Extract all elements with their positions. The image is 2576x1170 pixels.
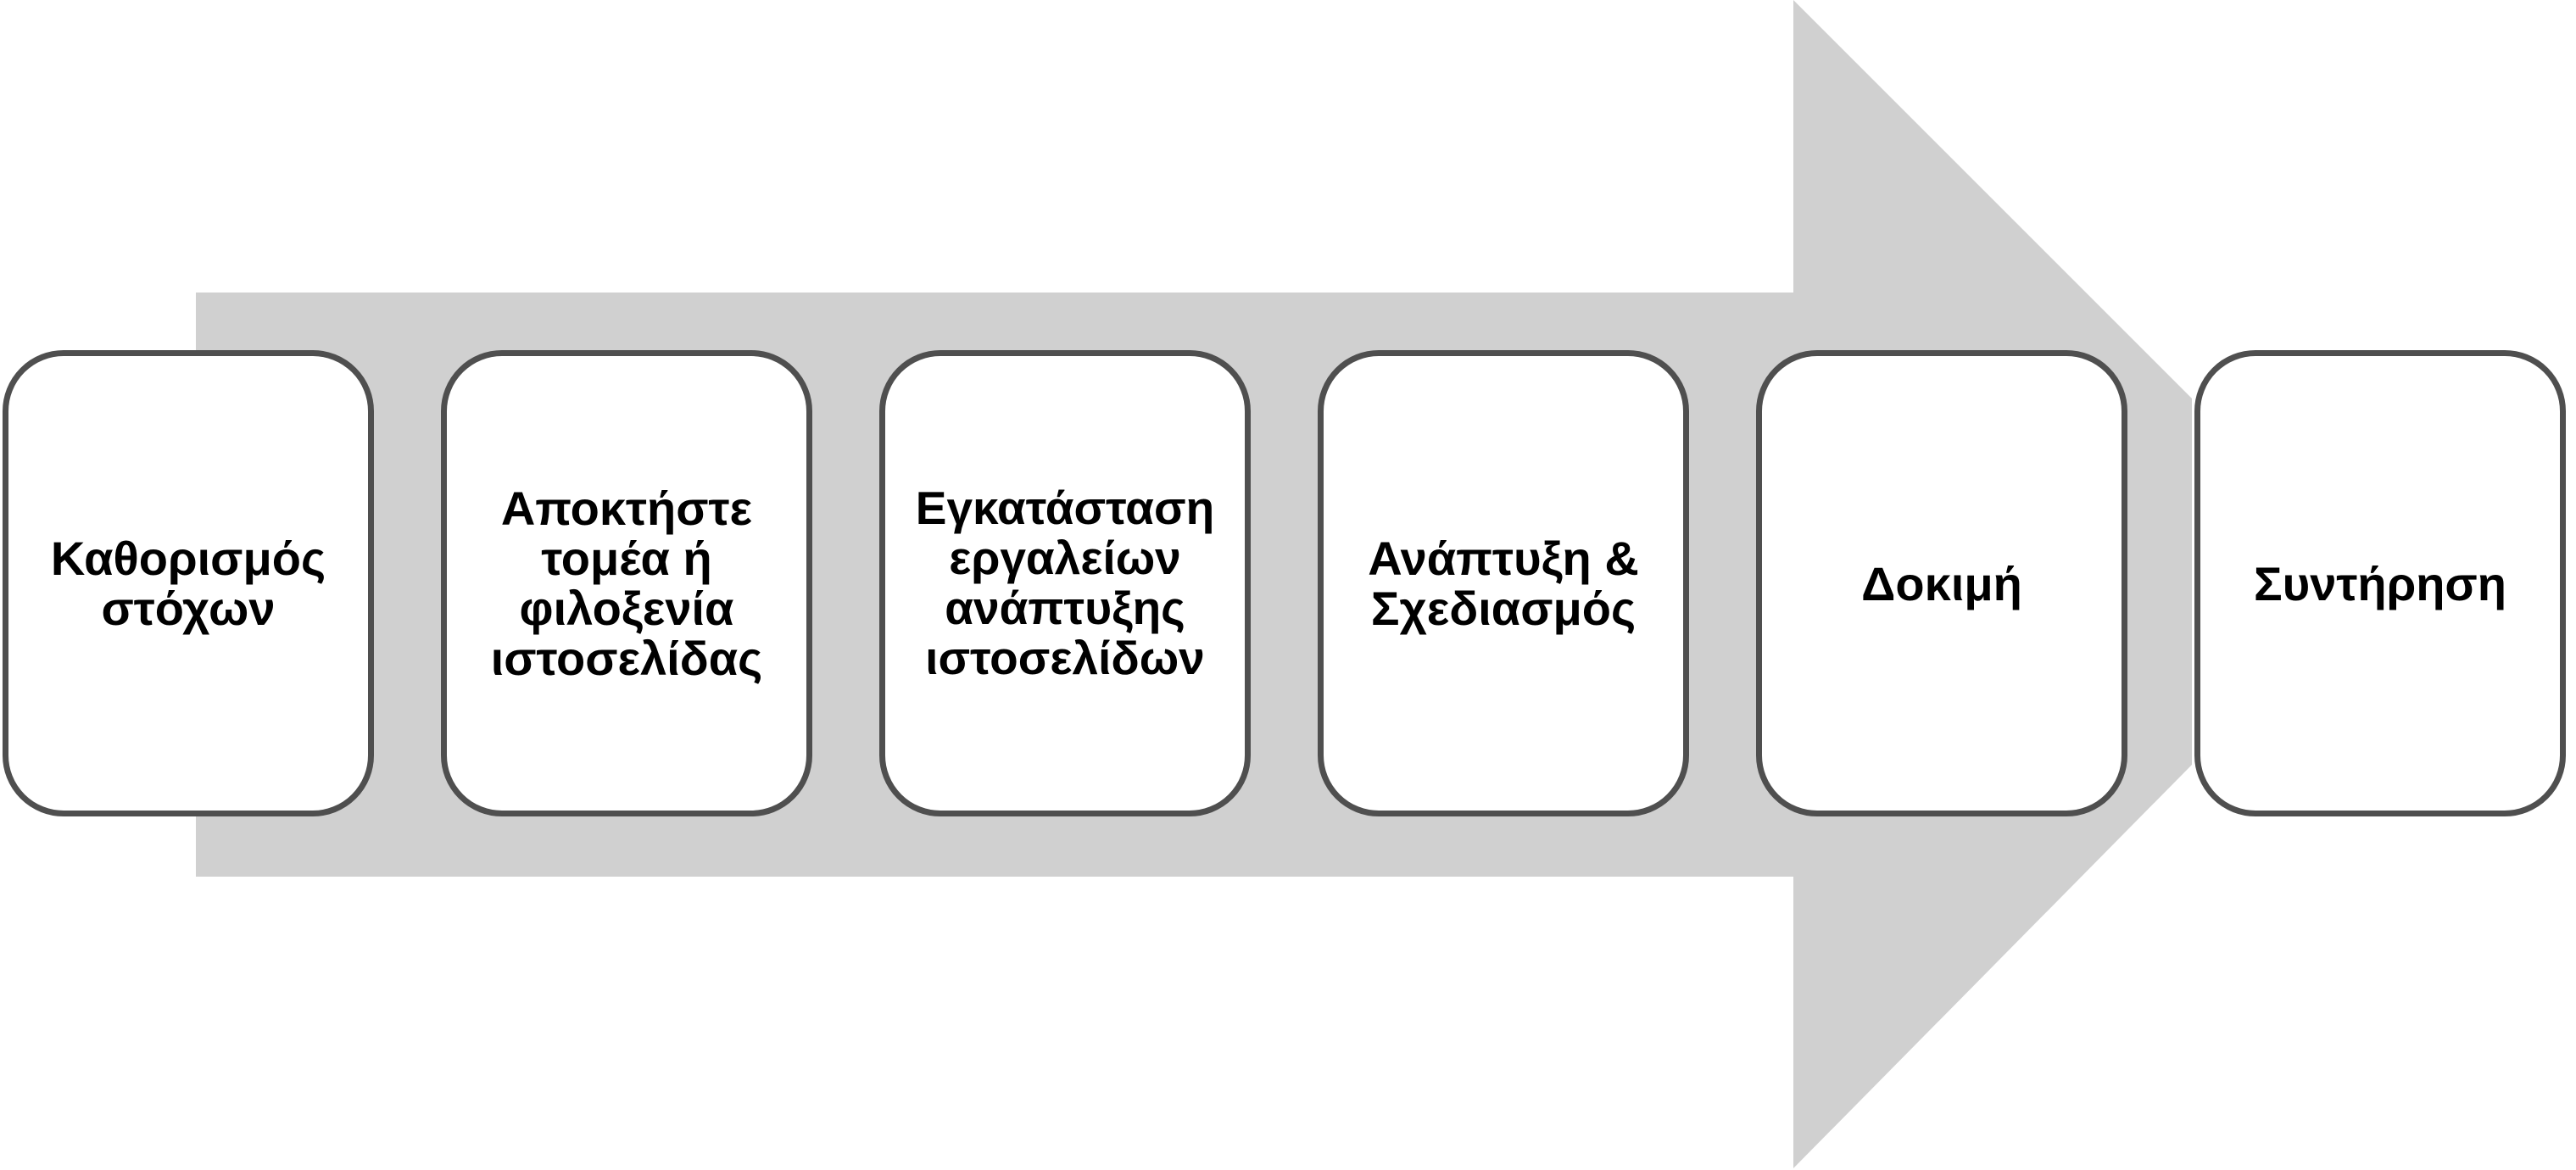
step-box-6: Συντήρηση [2194,350,2566,816]
step-box-1: Καθορισμός στόχων [3,350,374,816]
step-box-5: Δοκιμή [1756,350,2127,816]
step-box-2: Αποκτήστε τομέα ή φιλοξενία ιστοσελίδας [441,350,812,816]
step-label-4: Ανάπτυξη & Σχεδιασμός [1368,532,1639,635]
step-label-3: Εγκατάσταση εργαλείων ανάπτυξης ιστοσελί… [915,482,1215,684]
step-label-5: Δοκιμή [1861,556,2022,610]
step-label-1: Καθορισμός στόχων [50,532,326,635]
step-label-6: Συντήρηση [2254,556,2506,610]
step-label-2: Αποκτήστε τομέα ή φιλοξενία ιστοσελίδας [490,482,763,685]
step-box-4: Ανάπτυξη & Σχεδιασμός [1318,350,1689,816]
step-box-3: Εγκατάσταση εργαλείων ανάπτυξης ιστοσελί… [879,350,1251,816]
